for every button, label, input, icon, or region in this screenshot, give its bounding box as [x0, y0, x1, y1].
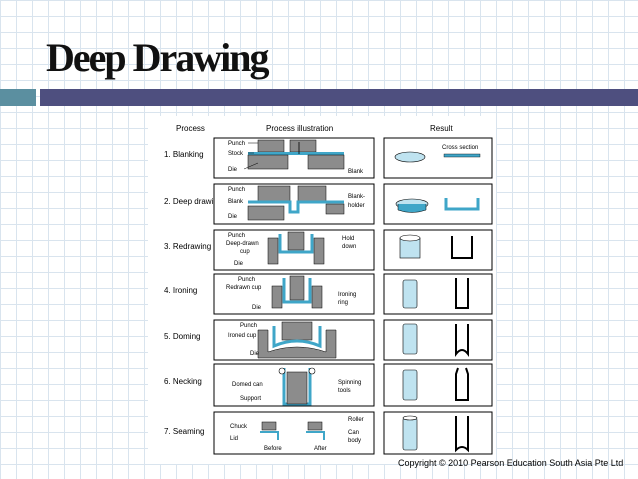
illustration-label: body	[348, 438, 361, 444]
illustration-label: Ironed cup	[228, 333, 257, 339]
illustration-label: Stock	[228, 151, 244, 157]
process-diagram: Process Process illustration Result 1. B…	[164, 124, 493, 455]
row-ironing: 4. Ironing Punch Redrawn cup Die Ironing…	[164, 273, 493, 315]
illustration-label: Hold	[342, 236, 354, 242]
illustration-label: Punch	[228, 141, 245, 147]
illustration-label: Blank-	[348, 194, 365, 200]
illustration-label: Punch	[228, 233, 245, 239]
illustration-label: Blank	[228, 199, 244, 205]
illustration-label: holder	[348, 203, 365, 209]
row-necking: 6. Necking Domed can Support Spinning to…	[164, 363, 493, 407]
row-seaming: 7. Seaming Chuck Lid Before After Roller…	[164, 411, 493, 455]
illustration-label: ring	[338, 300, 348, 306]
process-label: 1. Blanking	[164, 150, 204, 159]
illustration-label: Lid	[230, 436, 238, 442]
illustration-label: Punch	[240, 323, 257, 329]
slide-title: Deep Drawing	[46, 35, 270, 80]
illustration-label: Die	[234, 261, 244, 267]
process-figure: Process Process illustration Result 1. B…	[148, 116, 496, 464]
illustration-label: Support	[240, 396, 261, 402]
illustration-label: down	[342, 244, 356, 250]
process-label: 6. Necking	[164, 377, 202, 386]
illustration-label: After	[314, 446, 327, 452]
row-doming: 5. Doming Punch Ironed cup Die	[164, 319, 493, 361]
illustration-label: Spinning	[338, 380, 361, 386]
header-process: Process	[176, 124, 205, 133]
title-accent-bar-left	[0, 89, 36, 106]
header-illustration: Process illustration	[266, 124, 333, 133]
illustration-label: Chuck	[230, 424, 248, 430]
process-label: 3. Redrawing	[164, 242, 211, 251]
process-label: 5. Doming	[164, 332, 200, 341]
title-accent-bar	[40, 89, 638, 106]
illustration-label: Redrawn cup	[226, 285, 262, 291]
illustration-label: Punch	[238, 277, 255, 283]
illustration-label: Punch	[228, 187, 245, 193]
illustration-label: tools	[338, 388, 351, 394]
row-blanking: 1. Blanking Punch Stock Die Blank Cross …	[164, 137, 493, 179]
illustration-label: Deep-drawn	[226, 241, 259, 247]
illustration-label: Before	[264, 446, 282, 452]
illustration-label: cup	[240, 249, 250, 255]
process-label: 4. Ironing	[164, 286, 197, 295]
result-note: Cross section	[442, 145, 478, 151]
row-redrawing: 3. Redrawing Punch Deep-drawn cup Die Ho…	[164, 229, 493, 271]
illustration-label: Die	[228, 214, 238, 220]
illustration-label: Die	[228, 167, 238, 173]
process-label: 7. Seaming	[164, 427, 204, 436]
illustration-label: Ironing	[338, 292, 356, 298]
illustration-label: Domed can	[232, 382, 263, 388]
illustration-label: Roller	[348, 417, 364, 423]
copyright-notice: Copyright © 2010 Pearson Education South…	[398, 458, 624, 468]
illustration-label: Can	[348, 430, 359, 436]
illustration-label: Die	[250, 351, 260, 357]
illustration-label: Blank	[348, 169, 364, 175]
header-result: Result	[430, 124, 453, 133]
illustration-label: Die	[252, 305, 262, 311]
process-label: 2. Deep drawing	[164, 197, 222, 206]
row-deep-drawing: 2. Deep drawing Punch Blank Die Blank- h…	[164, 183, 493, 225]
